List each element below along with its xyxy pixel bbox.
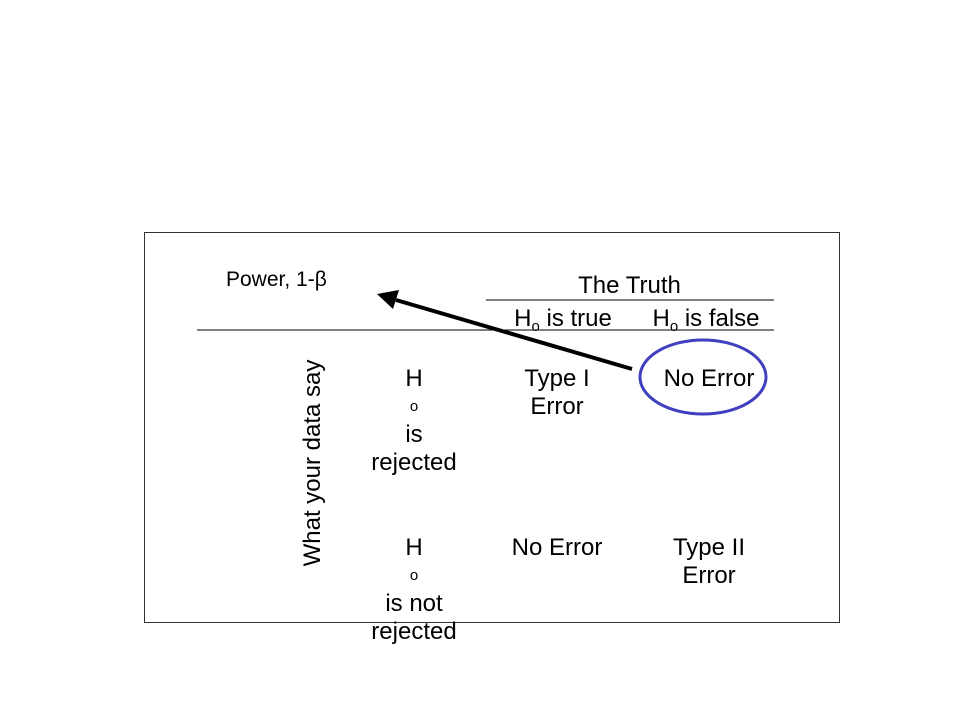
cell-no-error: No Error [511,534,603,561]
cell-type-i-error: Type I Error [524,365,590,420]
cell-no-error-power: No Error [663,365,755,392]
power-label: Power, 1-β [226,268,327,291]
cell-type-ii-error: Type II Error [672,534,746,589]
data-axis-label: What your data say [299,359,326,567]
truth-heading: The Truth [578,272,681,299]
diagram-frame [144,232,840,623]
column-header-h0-true: Ho is true [514,305,612,335]
column-header-h0-false: Ho is false [652,305,760,335]
